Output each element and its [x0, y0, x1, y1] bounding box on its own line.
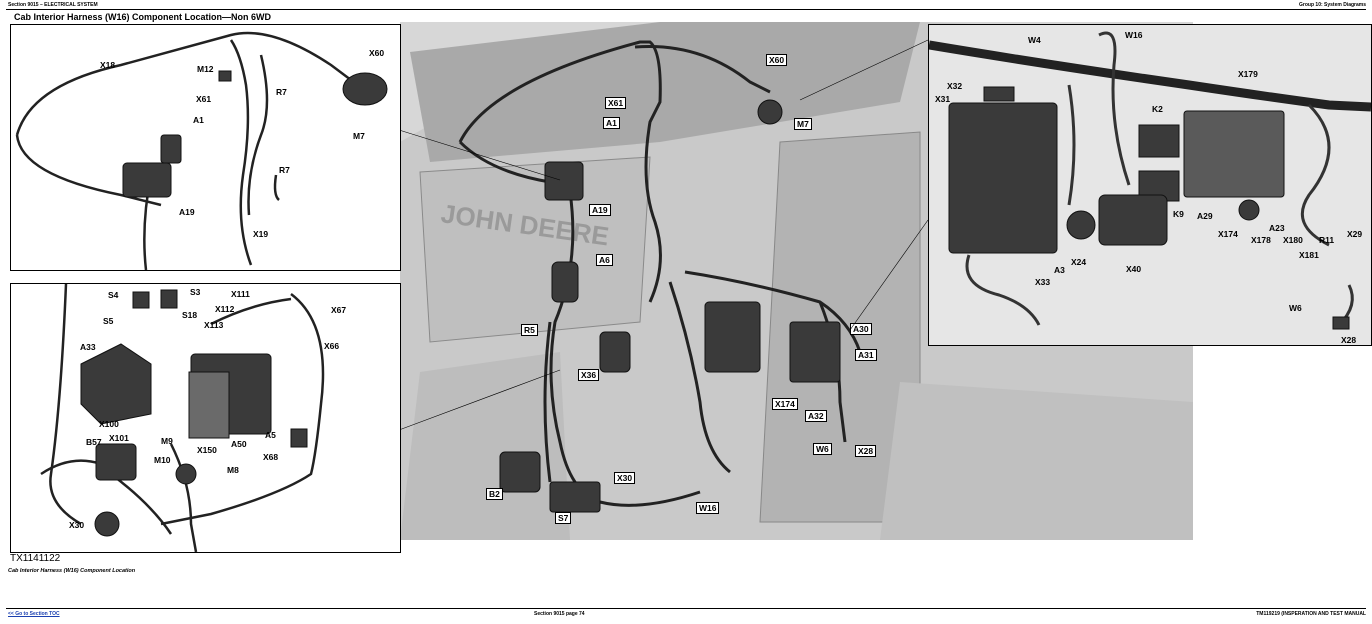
inset-bottom-left-drawing	[40, 284, 325, 552]
tr-label-x179: X179	[1238, 69, 1258, 79]
inset-top-right: W4 W16 X32 X31 X179 K2 K9 A29 A23 X174 X…	[928, 24, 1372, 346]
bl-label-s18: S18	[182, 310, 198, 320]
bl-label-x68: X68	[263, 452, 279, 462]
figure-id: TX1141122	[10, 553, 61, 564]
tr-label-x33: X33	[1035, 277, 1051, 287]
tr-label-k9: K9	[1173, 209, 1184, 219]
main-label-m7: M7	[794, 118, 812, 130]
bl-label-m8: M8	[227, 465, 239, 475]
tl-label-x61: X61	[196, 94, 212, 104]
bl-label-s3: S3	[190, 287, 201, 297]
bl-label-b57: B57	[86, 437, 102, 447]
tr-label-w4: W4	[1028, 35, 1041, 45]
section-title: Section 9015 – ELECTRICAL SYSTEM	[8, 2, 98, 8]
section-toc-link[interactable]: << Go to Section TOC	[8, 611, 60, 617]
main-label-x60: X60	[766, 54, 788, 66]
main-label-a19: A19	[589, 204, 611, 216]
inset-bottom-left: S4 S3 S5 S18 X111 X112 X113 X67 A33 X66 …	[10, 283, 401, 553]
tr-label-x28: X28	[1341, 335, 1357, 345]
page-title: Cab Interior Harness (W16) Component Loc…	[14, 12, 272, 22]
tl-label-x60: X60	[369, 48, 385, 58]
tl-label-x19: X19	[253, 229, 269, 239]
bl-label-x111: X111	[231, 289, 250, 299]
inset-top-left-drawing	[15, 31, 388, 270]
tr-label-a23: A23	[1269, 223, 1285, 233]
header-divider	[6, 9, 1366, 10]
tl-label-r7-upper: R7	[276, 87, 287, 97]
bl-label-m10: M10	[154, 455, 171, 465]
bl-label-x66: X66	[324, 341, 340, 351]
bl-label-x100: X100	[99, 419, 119, 429]
main-label-a32: A32	[805, 410, 827, 422]
bl-label-s5: S5	[103, 316, 114, 326]
main-label-x30: X30	[614, 472, 636, 484]
tl-label-m12: M12	[197, 64, 214, 74]
tr-label-x31: X31	[935, 94, 951, 104]
main-label-a6: A6	[596, 254, 613, 266]
bl-label-x113: X113	[204, 320, 224, 330]
main-label-s7: S7	[555, 512, 572, 524]
main-label-r5: R5	[521, 324, 538, 336]
tl-label-m7: M7	[353, 131, 365, 141]
tr-label-a3: A3	[1054, 265, 1065, 275]
tr-label-x181: X181	[1299, 250, 1319, 260]
figure-caption: Cab Interior Harness (W16) Component Loc…	[8, 568, 136, 574]
group-title: Group 10: System Diagrams	[1299, 2, 1366, 8]
tr-label-x174: X174	[1218, 229, 1238, 239]
main-label-a31: A31	[855, 349, 877, 361]
main-label-a1: A1	[603, 117, 620, 129]
bl-label-x112: X112	[215, 304, 235, 314]
bl-label-a33: A33	[80, 342, 96, 352]
manual-title: TM119219 (INSPERATION AND TEST MANUAL	[1256, 611, 1366, 617]
tr-label-x24: X24	[1071, 257, 1087, 267]
tr-label-w16: W16	[1125, 30, 1143, 40]
main-label-b2: B2	[486, 488, 503, 500]
bl-label-a5: A5	[265, 430, 276, 440]
footer-divider	[6, 608, 1366, 609]
bl-label-a50: A50	[231, 439, 247, 449]
tl-label-a1: A1	[193, 115, 204, 125]
bl-label-m9: M9	[161, 436, 173, 446]
tr-label-x40: X40	[1126, 264, 1142, 274]
tr-label-k2: K2	[1152, 104, 1163, 114]
page-header: Section 9015 – ELECTRICAL SYSTEM Group 1…	[0, 0, 1372, 10]
tr-label-a29: A29	[1197, 211, 1213, 221]
tl-label-r7-lower: R7	[279, 165, 290, 175]
bl-label-s4: S4	[108, 290, 119, 300]
main-label-w6: W6	[813, 443, 832, 455]
bl-label-x101: X101	[109, 433, 129, 443]
bl-label-x67: X67	[331, 305, 347, 315]
inset-top-right-drawing	[929, 25, 1371, 345]
tr-label-x29: X29	[1347, 229, 1363, 239]
tr-label-x178: X178	[1251, 235, 1271, 245]
main-label-x174: X174	[772, 398, 798, 410]
main-label-x36: X36	[578, 369, 600, 381]
main-label-x61: X61	[605, 97, 627, 109]
bl-label-x30: X30	[69, 520, 85, 530]
inset-top-left: X18 M12 X61 A1 R7 X60 M7 R7 A19 X19	[10, 24, 401, 271]
page-number: Section 9015 page 74	[534, 611, 585, 617]
bl-label-x150: X150	[197, 445, 217, 455]
tr-label-r11: R11	[1319, 235, 1335, 245]
main-label-x28: X28	[855, 445, 877, 457]
tr-label-x32: X32	[947, 81, 963, 91]
tr-label-x180: X180	[1283, 235, 1303, 245]
main-label-w16: W16	[696, 502, 720, 514]
tl-label-x18: X18	[100, 60, 116, 70]
main-label-a30: A30	[850, 323, 872, 335]
tl-label-a19: A19	[179, 207, 195, 217]
tr-label-w6: W6	[1289, 303, 1302, 313]
